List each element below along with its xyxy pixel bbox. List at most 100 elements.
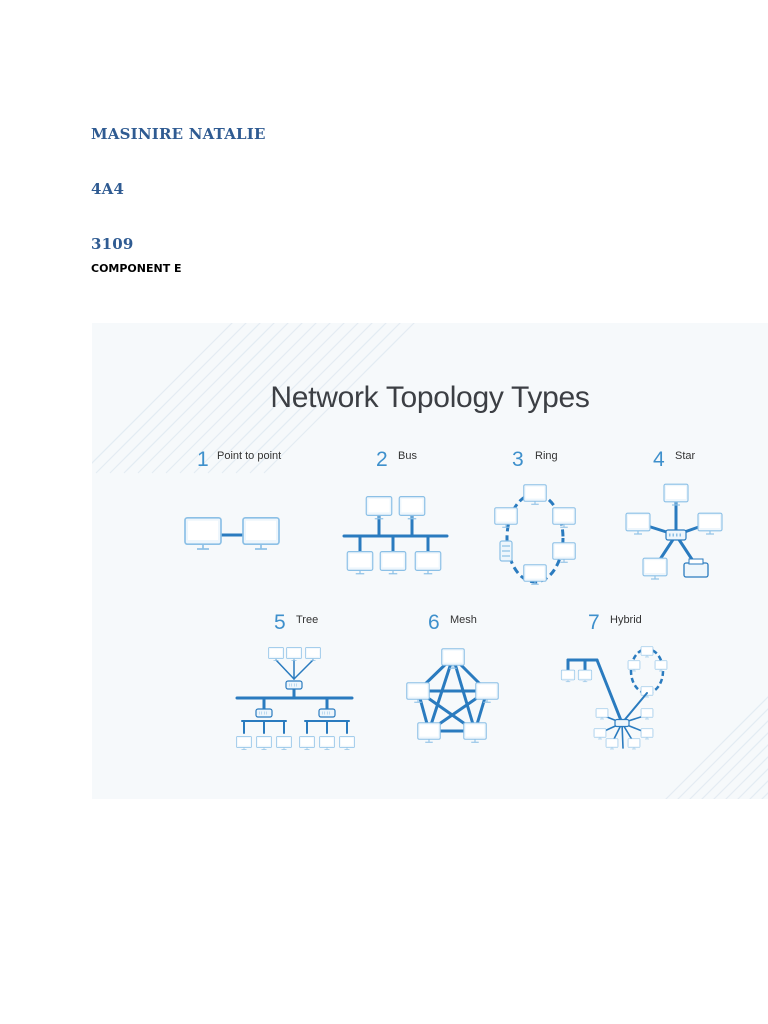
topology-label: Star bbox=[675, 450, 696, 462]
computer-icon bbox=[475, 682, 499, 703]
computer-icon bbox=[256, 736, 272, 750]
network-topology-figure: Network Topology Types 1 Point to point … bbox=[92, 323, 768, 799]
computer-icon bbox=[346, 551, 374, 575]
computer-icon bbox=[625, 512, 651, 535]
link-line bbox=[293, 659, 314, 680]
hatch-line bbox=[737, 768, 768, 799]
author-name: MASINIRE NATALIE bbox=[91, 125, 266, 143]
hatch-line bbox=[109, 323, 261, 474]
topology-label: Ring bbox=[535, 450, 558, 462]
topology-label: Hybrid bbox=[610, 614, 642, 626]
computer-icon bbox=[627, 738, 641, 750]
link-line bbox=[621, 722, 624, 749]
class-code: 4A4 bbox=[91, 180, 125, 198]
computer-icon bbox=[605, 738, 619, 750]
computer-icon bbox=[299, 736, 315, 750]
hatch-line bbox=[725, 756, 768, 799]
link-line bbox=[621, 692, 648, 724]
hatch-line bbox=[665, 696, 768, 799]
hatch-line bbox=[123, 323, 275, 474]
hatch-line bbox=[263, 323, 415, 474]
computer-icon bbox=[398, 496, 426, 520]
hatch-line bbox=[95, 323, 247, 474]
computer-icon bbox=[552, 507, 576, 528]
component-label: COMPONENT E bbox=[91, 262, 182, 275]
computer-icon bbox=[268, 647, 284, 661]
topology-number: 3 bbox=[512, 448, 524, 471]
computer-icon bbox=[379, 551, 407, 575]
computer-icon bbox=[365, 496, 393, 520]
switch-icon bbox=[255, 708, 273, 718]
topology-number: 1 bbox=[197, 448, 209, 471]
switch-icon bbox=[665, 529, 687, 541]
computer-icon bbox=[463, 722, 487, 743]
computer-icon bbox=[319, 736, 335, 750]
computer-icon bbox=[305, 647, 321, 661]
computer-icon bbox=[406, 682, 430, 703]
computer-icon bbox=[593, 728, 607, 740]
topology-label: Bus bbox=[398, 450, 417, 462]
computer-icon bbox=[640, 728, 654, 740]
hatch-line bbox=[137, 323, 289, 474]
topology-number: 6 bbox=[428, 611, 440, 634]
computer-icon bbox=[663, 483, 689, 506]
topology-diagrams bbox=[184, 483, 723, 750]
computer-icon bbox=[640, 708, 654, 720]
computer-icon bbox=[654, 660, 668, 672]
computer-icon bbox=[441, 648, 465, 669]
computer-icon bbox=[236, 736, 252, 750]
hatch-line bbox=[689, 720, 768, 799]
topology-number: 2 bbox=[376, 448, 388, 471]
hatch-line bbox=[713, 744, 768, 799]
hatch-line bbox=[701, 732, 768, 799]
topology-number: 4 bbox=[653, 448, 665, 471]
switch-icon bbox=[614, 718, 630, 728]
topology-number: 7 bbox=[588, 611, 600, 634]
topology-label: Mesh bbox=[450, 614, 477, 626]
hatch-line bbox=[235, 323, 387, 474]
server-icon bbox=[499, 540, 513, 562]
computer-icon bbox=[242, 516, 280, 550]
hatch-line bbox=[151, 323, 303, 474]
figure-background bbox=[92, 323, 768, 799]
hatch-line bbox=[749, 780, 768, 799]
computer-icon bbox=[640, 686, 654, 698]
computer-icon bbox=[414, 551, 442, 575]
switch-icon bbox=[318, 708, 336, 718]
link-line bbox=[427, 655, 455, 733]
computer-icon bbox=[577, 669, 593, 683]
link-line bbox=[595, 658, 624, 725]
topology-label: Point to point bbox=[217, 450, 282, 462]
hatch-line bbox=[207, 323, 359, 474]
hatch-line bbox=[92, 323, 233, 464]
hatch-line bbox=[221, 323, 373, 474]
hatch-line bbox=[249, 323, 401, 474]
printer-icon bbox=[683, 558, 709, 578]
hatch-line bbox=[193, 323, 345, 474]
link-line bbox=[275, 659, 295, 680]
computer-icon bbox=[627, 660, 641, 672]
link-line bbox=[451, 655, 477, 733]
computer-icon bbox=[697, 512, 723, 535]
computer-icon bbox=[642, 557, 668, 580]
computer-icon bbox=[417, 722, 441, 743]
hatch-line bbox=[677, 708, 768, 799]
computer-icon bbox=[552, 542, 576, 563]
hatch-line bbox=[179, 323, 331, 474]
computer-icon bbox=[184, 516, 222, 550]
topology-number: 5 bbox=[274, 611, 286, 634]
figure-title: Network Topology Types bbox=[270, 381, 590, 414]
student-number: 3109 bbox=[91, 235, 134, 253]
computer-icon bbox=[595, 708, 609, 720]
computer-icon bbox=[523, 484, 547, 505]
computer-icon bbox=[276, 736, 292, 750]
computer-icon bbox=[339, 736, 355, 750]
computer-icon bbox=[560, 669, 576, 683]
computer-icon bbox=[286, 647, 302, 661]
topology-label: Tree bbox=[296, 614, 319, 626]
switch-icon bbox=[285, 680, 303, 690]
computer-icon bbox=[640, 646, 654, 658]
hatch-line bbox=[165, 323, 317, 474]
computer-icon bbox=[523, 564, 547, 585]
computer-icon bbox=[494, 507, 518, 528]
